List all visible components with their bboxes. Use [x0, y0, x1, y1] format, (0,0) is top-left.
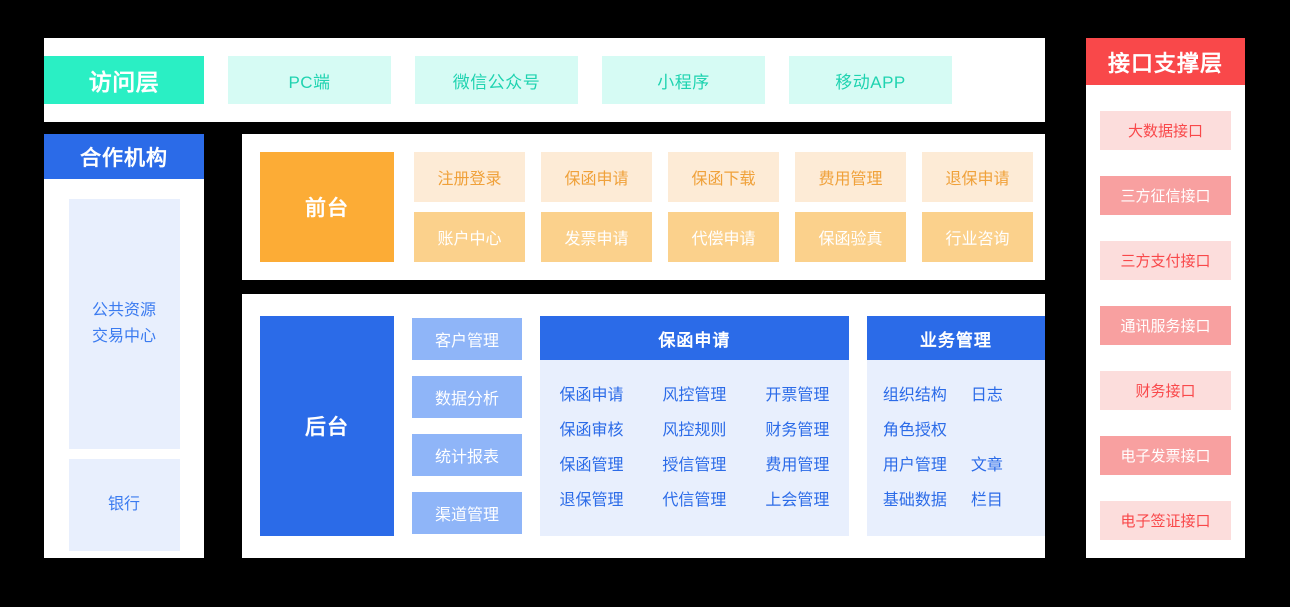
backend-item-statistics-report[interactable]: 统计报表 [412, 434, 522, 476]
access-item-pc[interactable]: PC端 [228, 56, 391, 104]
backend-cell[interactable]: 日志 [970, 386, 1003, 404]
backend-cell[interactable]: 用户管理 [882, 456, 947, 474]
interface-item-finance[interactable]: 财务接口 [1100, 371, 1231, 410]
backend-item-data-analysis[interactable]: 数据分析 [412, 376, 522, 418]
backend-cell[interactable]: 财务管理 [765, 421, 830, 439]
backend-card: 后台 客户管理 数据分析 统计报表 渠道管理 保函申请 保函申请 风控管理 开票… [242, 294, 1045, 558]
backend-cell[interactable]: 开票管理 [765, 386, 830, 404]
partner-item-line1: 公共资源 [91, 302, 156, 320]
backend-item-channel-management[interactable]: 渠道管理 [412, 492, 522, 534]
frontend-row-1: 注册登录 保函申请 保函下载 费用管理 退保申请 [414, 152, 1033, 202]
access-layer-card: 访问层 PC端 微信公众号 小程序 移动APP [44, 38, 1045, 122]
frontend-item-guarantee-apply[interactable]: 保函申请 [541, 152, 652, 202]
frontend-grid: 注册登录 保函申请 保函下载 费用管理 退保申请 账户中心 发票申请 代偿申请 … [414, 152, 1033, 262]
frontend-item-fee-management[interactable]: 费用管理 [795, 152, 906, 202]
frontend-item-refund-apply[interactable]: 退保申请 [922, 152, 1033, 202]
partner-institutions-header: 合作机构 [44, 134, 204, 179]
backend-panel-guarantee-body: 保函申请 风控管理 开票管理 保函审核 风控规则 财务管理 保函管理 授信管理 … [540, 360, 849, 536]
access-item-wechat-official[interactable]: 微信公众号 [415, 56, 578, 104]
backend-cell[interactable]: 代信管理 [662, 491, 727, 509]
partner-item-line2: 交易中心 [91, 328, 156, 345]
frontend-label: 前台 [260, 152, 394, 262]
backend-panel-business-body: 组织结构 日志 角色授权 用户管理 文章 基础数据 栏目 [866, 360, 1045, 536]
frontend-item-industry-consult[interactable]: 行业咨询 [922, 212, 1033, 262]
frontend-item-invoice-apply[interactable]: 发票申请 [541, 212, 652, 262]
interface-item-bigdata[interactable]: 大数据接口 [1100, 111, 1231, 150]
backend-cell[interactable]: 组织结构 [882, 386, 947, 404]
partner-item-line1: 银行 [107, 496, 140, 514]
backend-cell[interactable]: 保函申请 [559, 386, 624, 404]
frontend-item-register-login[interactable]: 注册登录 [414, 152, 525, 202]
frontend-card: 前台 注册登录 保函申请 保函下载 费用管理 退保申请 账户中心 发票申请 代偿… [242, 134, 1045, 280]
backend-label: 后台 [260, 316, 394, 536]
backend-cell[interactable]: 授信管理 [662, 456, 727, 474]
backend-item-customer-management[interactable]: 客户管理 [412, 318, 522, 360]
frontend-item-compensation-apply[interactable]: 代偿申请 [668, 212, 779, 262]
interface-item-communication-service[interactable]: 通讯服务接口 [1100, 306, 1231, 345]
interface-item-e-invoice[interactable]: 电子发票接口 [1100, 436, 1231, 475]
backend-cell[interactable]: 风控管理 [662, 386, 727, 404]
interface-item-third-party-payment[interactable]: 三方支付接口 [1100, 241, 1231, 280]
access-item-miniprogram[interactable]: 小程序 [602, 56, 765, 104]
backend-cell[interactable]: 上会管理 [765, 491, 830, 509]
access-item-mobile-app[interactable]: 移动APP [789, 56, 952, 104]
interface-item-third-party-credit[interactable]: 三方征信接口 [1100, 176, 1231, 215]
access-layer-header: 访问层 [44, 56, 204, 104]
backend-cell[interactable]: 退保管理 [559, 491, 624, 509]
backend-cell[interactable]: 风控规则 [662, 421, 727, 439]
partner-item-bank[interactable]: 银行 [68, 459, 180, 551]
partner-item-public-resource-center[interactable]: 公共资源 交易中心 [68, 199, 180, 449]
frontend-item-guarantee-verify[interactable]: 保函验真 [795, 212, 906, 262]
backend-cell[interactable]: 文章 [970, 456, 1003, 474]
backend-panel-business-title: 业务管理 [866, 316, 1045, 360]
frontend-row-2: 账户中心 发票申请 代偿申请 保函验真 行业咨询 [414, 212, 1033, 262]
backend-cell[interactable]: 保函审核 [559, 421, 624, 439]
interface-item-e-visa[interactable]: 电子签证接口 [1100, 501, 1231, 540]
backend-cell[interactable]: 保函管理 [559, 456, 624, 474]
interface-support-layer-card: 接口支撑层 大数据接口 三方征信接口 三方支付接口 通讯服务接口 财务接口 电子… [1086, 38, 1245, 558]
backend-cell[interactable]: 角色授权 [882, 421, 947, 439]
backend-cell[interactable]: 费用管理 [765, 456, 830, 474]
backend-cell[interactable]: 基础数据 [882, 491, 947, 509]
partner-institutions-card: 合作机构 公共资源 交易中心 银行 [44, 134, 204, 558]
interface-support-layer-header: 接口支撑层 [1086, 38, 1245, 85]
backend-panel-guarantee-title: 保函申请 [540, 316, 849, 360]
frontend-item-guarantee-download[interactable]: 保函下载 [668, 152, 779, 202]
frontend-item-account-center[interactable]: 账户中心 [414, 212, 525, 262]
backend-cell[interactable]: 栏目 [970, 491, 1003, 509]
backend-panel-guarantee-application: 保函申请 保函申请 风控管理 开票管理 保函审核 风控规则 财务管理 保函管理 … [540, 316, 849, 536]
backend-panel-business-management: 业务管理 组织结构 日志 角色授权 用户管理 文章 基础数据 栏目 [866, 316, 1045, 536]
backend-side-list: 客户管理 数据分析 统计报表 渠道管理 [412, 318, 522, 534]
